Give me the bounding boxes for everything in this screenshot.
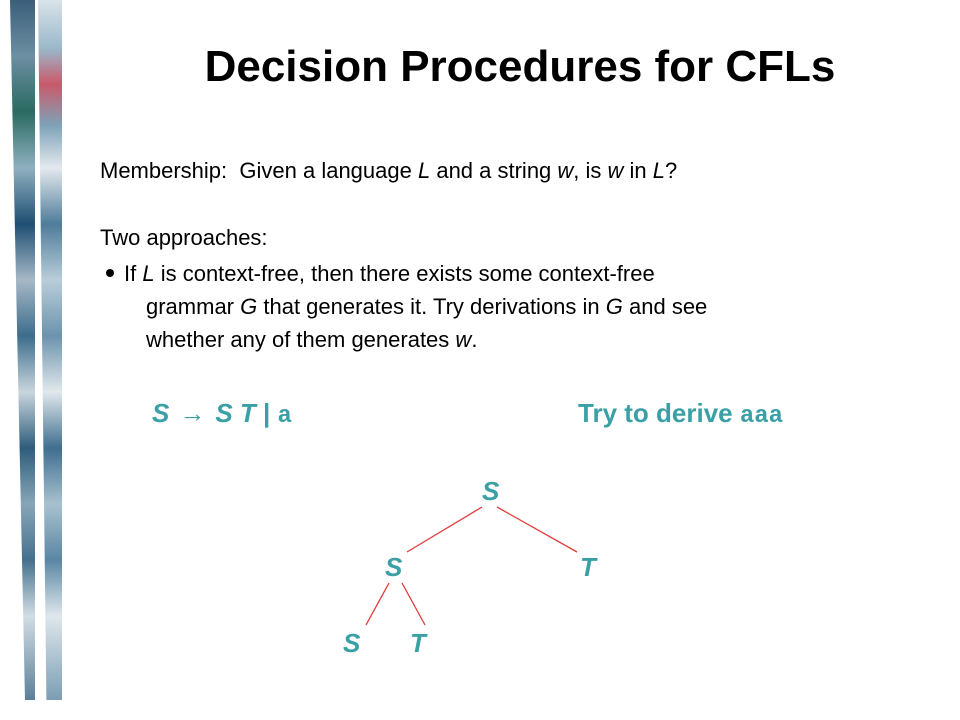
tree-edge [401,582,426,626]
membership-line: Membership: Given a language L and a str… [100,155,677,187]
try-derive-label: Try to derive [578,398,733,428]
grammar-rhs-nonterminals: S T [215,398,256,428]
grammar-lhs: S [152,398,170,428]
membership-text: , is [573,158,608,183]
bullet-text: that generates it. Try derivations in [257,294,606,319]
tree-edge [406,506,483,553]
tree-node-t: T [410,628,426,658]
bullet-continuation: whether any of them generates w. [106,323,926,356]
var-w: w [557,158,574,183]
bullet-item: If L is context-free, then there exists … [106,257,926,356]
membership-text: and a string [430,158,558,183]
bullet-text: . [471,327,478,352]
var-G: G [605,294,623,319]
var-w: w [607,158,624,183]
var-L: L [417,158,431,183]
var-G: G [240,294,258,319]
tree-node-s: S [385,552,403,582]
bullet-text: whether any of them generates [146,327,456,352]
membership-text: in [623,158,653,183]
bullet-continuation: grammar G that generates it. Try derivat… [106,290,926,323]
try-derive: Try to derive aaa [578,398,783,430]
grammar-rhs-terminal: a [277,403,292,430]
approaches-heading: Two approaches: [100,225,268,250]
tree-node-t: T [580,552,596,582]
bullet-text: grammar [146,294,241,319]
tree-node-s: S [343,628,361,658]
var-L: L [652,158,666,183]
try-derive-string: aaa [739,403,784,430]
bullet-text: and see [622,294,708,319]
tree-edge [365,582,390,626]
grammar-bar: | [263,398,271,428]
bullet-text: If [124,261,143,286]
tree-node-root: S [482,476,500,506]
membership-label: Membership: [100,158,228,183]
tree-edge [496,506,578,553]
slide-title: Decision Procedures for CFLs [204,42,836,91]
var-w: w [455,327,472,352]
membership-text: ? [665,158,678,183]
grammar-rule: S → S T | a [152,398,292,430]
bullet-text: is context-free, then there exists some … [154,261,655,286]
membership-text: Given a language [239,158,418,183]
bullet-dot-icon [106,269,114,278]
var-L: L [142,261,155,286]
arrow-icon: → [179,398,206,428]
